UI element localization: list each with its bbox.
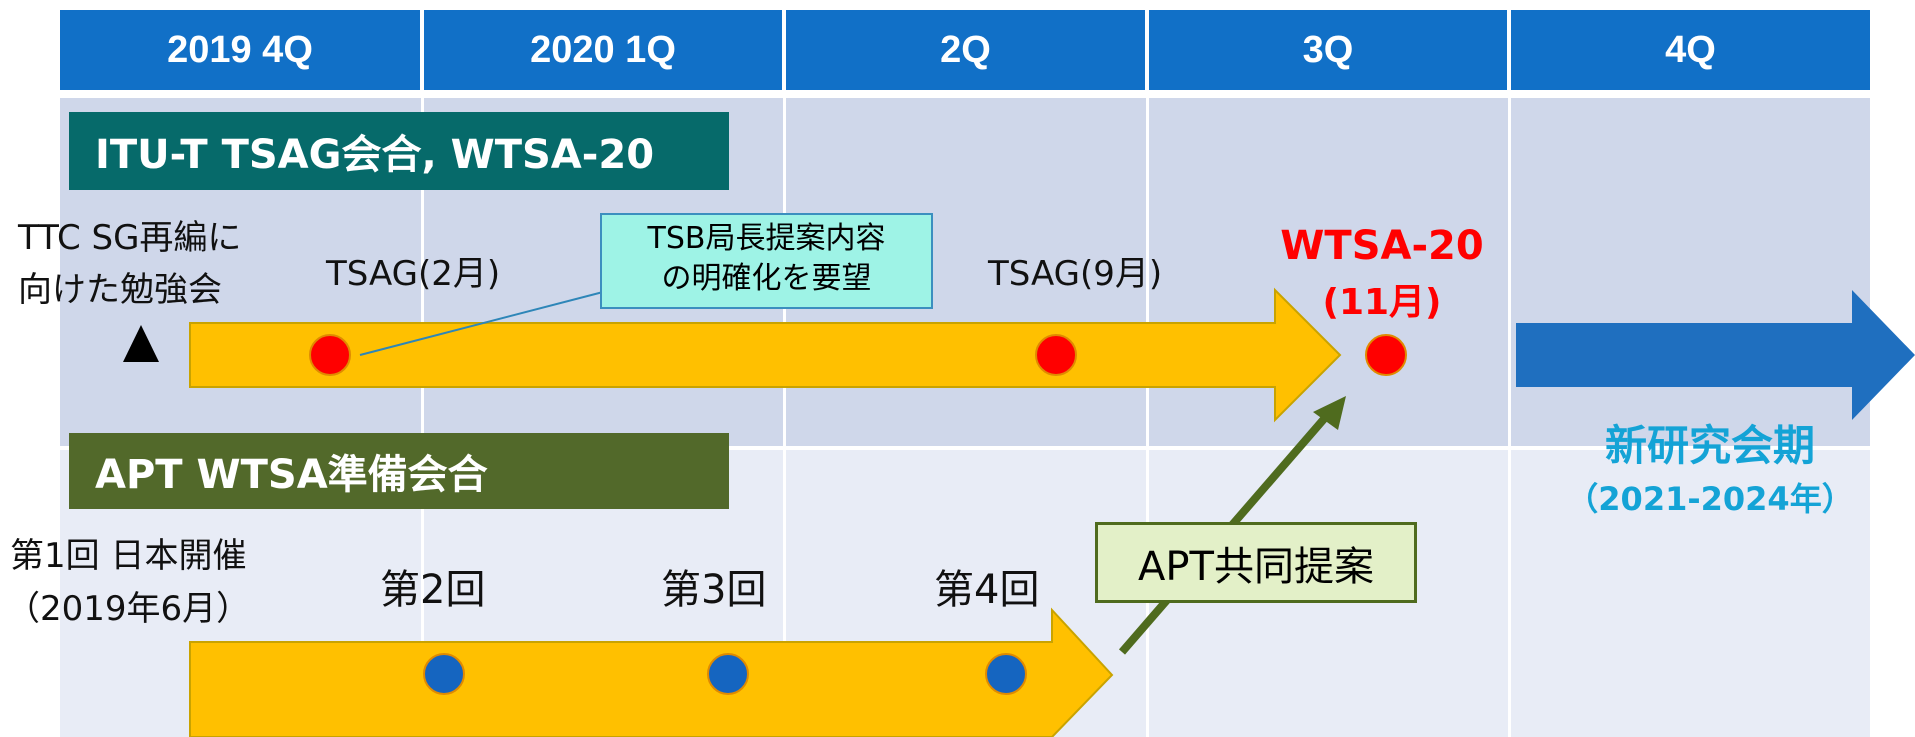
column-header: 2019 4Q [60,10,420,90]
apt-section-title: APT WTSA準備会合 [69,433,729,509]
study-meeting-label-line1: TTC SG再編に [18,218,242,258]
column-header: 3Q [1149,10,1507,90]
tsag-feb-label: TSAG(2月) [326,254,501,294]
wtsa-title: WTSA-20 [1280,223,1484,269]
column-divider [1508,90,1511,737]
first-meeting-label-line1: 第1回 日本開催 [10,536,247,576]
tsag-feb-marker [309,334,351,376]
column-divider [421,90,424,737]
study-meeting-label-line2: 向けた勉強会 [18,270,222,310]
itu-timeline-arrow [189,287,1342,423]
callout-line1: TSB局長提案内容 [647,221,886,256]
column-header: 2020 1Q [424,10,782,90]
meeting-4-label: 第4回 [934,567,1040,613]
meeting-2-marker [423,653,465,695]
meeting-4-marker [985,653,1027,695]
new-term-arrow [1516,290,1915,420]
wtsa-marker [1365,334,1407,376]
tsb-proposal-callout: TSB局長提案内容 の明確化を要望 [600,213,933,309]
wtsa-month: (11月) [1322,282,1442,323]
callout-line2: の明確化を要望 [661,261,872,296]
apt-joint-proposal-box: APT共同提案 [1095,522,1417,603]
tsag-sep-label: TSAG(9月) [988,254,1163,294]
callout-connector [359,291,604,356]
first-meeting-label-line2: （2019年6月） [6,589,251,629]
column-header: 2Q [786,10,1145,90]
meeting-3-marker [707,653,749,695]
apt-timeline-arrow [189,607,1114,737]
column-divider [1146,90,1149,737]
study-meeting-marker [123,325,159,362]
meeting-3-label: 第3回 [661,567,767,613]
new-term-title: 新研究会期 [1604,421,1815,470]
band-divider [60,446,1870,449]
column-header: 4Q [1511,10,1870,90]
itu-section-title: ITU-T TSAG会合, WTSA-20 [69,112,729,190]
meeting-2-label: 第2回 [380,567,486,613]
new-term-period: （2021-2024年） [1566,480,1854,518]
column-divider [783,90,786,737]
tsag-sep-marker [1035,334,1077,376]
proposal-arrowhead [1313,396,1346,430]
